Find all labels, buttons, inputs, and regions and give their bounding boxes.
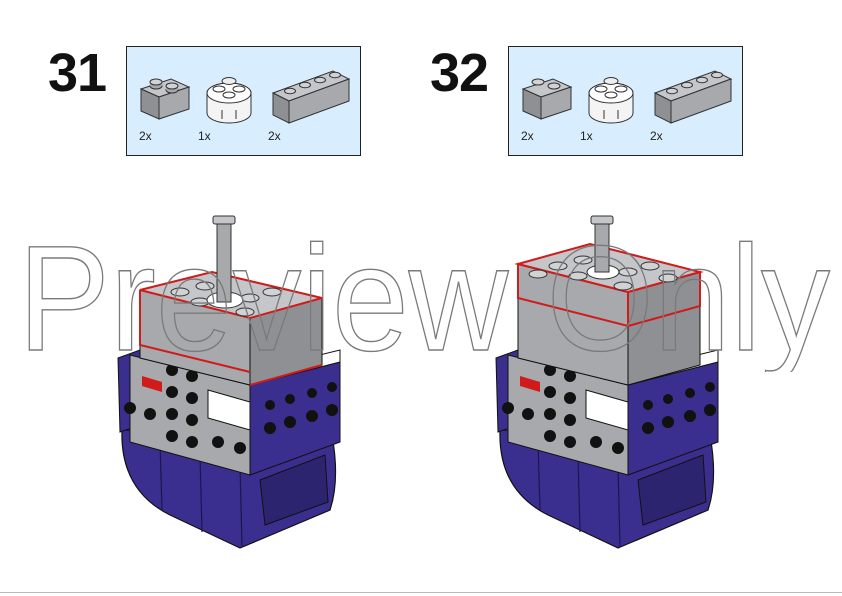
model-assembly-illustration: [117, 215, 341, 549]
step-number: 32: [430, 43, 489, 103]
part-quantity: 1x: [198, 129, 211, 143]
white-round-brick-2x2-icon: [588, 77, 634, 124]
gray-brick-1x4-icon: [653, 70, 733, 124]
gray-brick-1x2-icon: [521, 78, 573, 120]
step-number: 31: [48, 43, 107, 103]
gray-brick-1x2-icon: [139, 78, 191, 120]
part-quantity: 2x: [139, 129, 152, 143]
gray-brick-1x4-icon: [271, 70, 351, 124]
part-quantity: 2x: [650, 129, 663, 143]
parts-list-panel: 2x 1x 2x: [126, 46, 361, 156]
parts-list-panel: 2x 1x 2x: [508, 46, 743, 156]
page-divider: [0, 592, 842, 593]
part-quantity: 1x: [580, 129, 593, 143]
part-quantity: 2x: [268, 129, 281, 143]
white-round-brick-2x2-icon: [206, 77, 252, 124]
part-quantity: 2x: [521, 129, 534, 143]
model-assembly-illustration: [495, 215, 719, 549]
